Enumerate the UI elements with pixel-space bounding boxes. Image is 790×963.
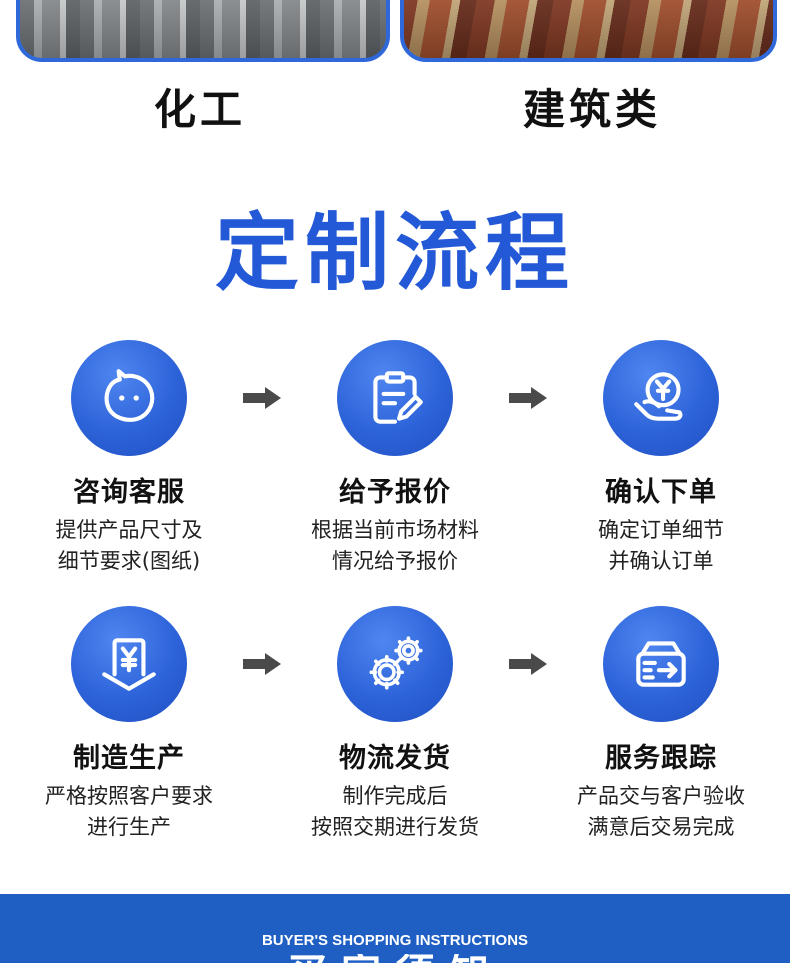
step-icon-circle [71, 340, 187, 456]
footer-subtitle: BUYER'S SHOPPING INSTRUCTIONS [261, 932, 529, 949]
yen-hand-icon [634, 372, 683, 421]
step-description: 严格按照客户要求 进行生产 [45, 784, 213, 839]
section-title: 定制流程 [214, 204, 575, 302]
step-confirm-order: 确认下单 确定订单细节 并确认订单 [546, 340, 776, 577]
construction-site-photo [400, 0, 777, 62]
chemical-plant-photo [16, 0, 390, 62]
arrow-right-icon [509, 387, 547, 409]
step-icon-circle [337, 606, 453, 722]
step-icon-circle [71, 606, 187, 722]
step-title: 确认下单 [605, 477, 717, 508]
category-label-construction: 建筑类 [522, 85, 661, 134]
step-title: 制造生产 [73, 743, 185, 774]
step-description: 根据当前市场材料 情况给予报价 [311, 518, 479, 573]
footer-band [0, 894, 790, 963]
step-icon-circle [603, 606, 719, 722]
category-label-chemical: 化工 [153, 85, 246, 134]
step-title: 服务跟踪 [605, 743, 717, 774]
step-description: 提供产品尺寸及 细节要求(图纸) [55, 518, 203, 573]
gears-icon [369, 636, 423, 690]
step-logistics: 物流发货 制作完成后 按照交期进行发货 [280, 606, 510, 843]
step-title: 给予报价 [339, 477, 451, 508]
step-description: 产品交与客户验收 满意后交易完成 [577, 784, 745, 839]
footer-title-partial: 买家须知 [0, 954, 790, 963]
yen-card-icon [102, 638, 156, 691]
step-icon-circle [603, 340, 719, 456]
step-description: 制作完成后 按照交期进行发货 [311, 784, 479, 839]
step-title: 物流发货 [339, 743, 451, 774]
step-consult: 咨询客服 提供产品尺寸及 细节要求(图纸) [14, 340, 244, 577]
box-arrow-icon [636, 641, 686, 687]
step-manufacture: 制造生产 严格按照客户要求 进行生产 [14, 606, 244, 843]
step-title: 咨询客服 [73, 477, 185, 508]
chat-face-icon [104, 369, 155, 422]
step-service-tracking: 服务跟踪 产品交与客户验收 满意后交易完成 [546, 606, 776, 843]
step-description: 确定订单细节 并确认订单 [598, 518, 724, 573]
step-icon-circle [337, 340, 453, 456]
arrow-right-icon [243, 653, 281, 675]
clipboard-pen-icon [373, 371, 423, 424]
arrow-right-icon [243, 387, 281, 409]
step-quote: 给予报价 根据当前市场材料 情况给予报价 [280, 340, 510, 577]
arrow-right-icon [509, 653, 547, 675]
